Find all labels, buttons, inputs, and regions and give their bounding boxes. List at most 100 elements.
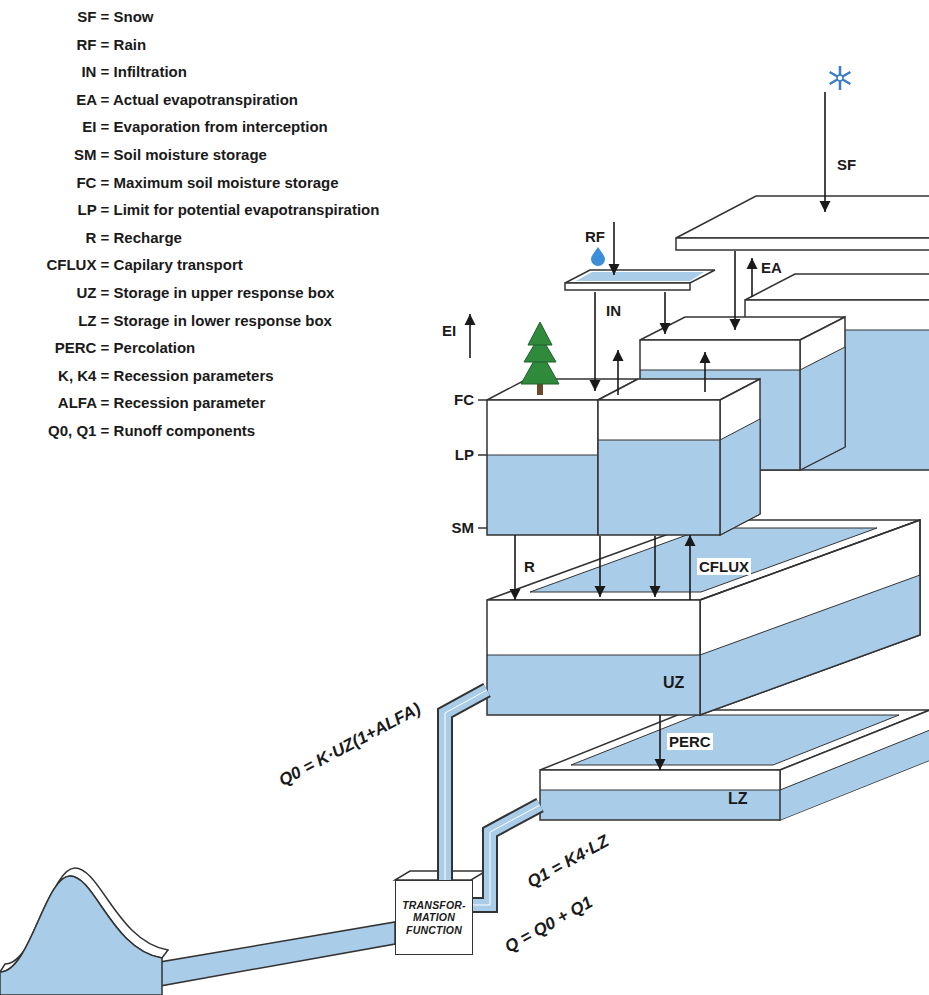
runoff-pipe — [473, 805, 540, 905]
edge-label: PERC — [667, 733, 713, 750]
box-text: TRANSFOR- MATION FUNCTION — [400, 899, 468, 935]
interception-plate — [565, 283, 690, 290]
hydrograph — [0, 868, 168, 995]
soil-box-field — [598, 440, 720, 535]
upper-zone-box: UZ — [487, 600, 700, 715]
flux-arrow — [664, 292, 666, 334]
pipe-water — [445, 690, 487, 880]
level-tick — [478, 400, 487, 528]
soil-moisture-box: FC LP SM — [430, 390, 720, 535]
legend-entry: EA = Actual evapotranspiration — [76, 91, 298, 108]
lower-zone-box — [540, 770, 780, 820]
flux-arrow — [594, 292, 596, 391]
soil-box-field — [720, 379, 760, 535]
box-label: LZ — [728, 790, 748, 808]
soil-box-field — [598, 379, 760, 535]
soil-box-field — [598, 440, 720, 441]
soil-box-field — [598, 400, 720, 535]
lower-zone-box: LZ — [540, 770, 780, 820]
soil-box-forest — [487, 455, 598, 456]
tree-icon — [528, 322, 552, 345]
flux-line — [514, 535, 516, 600]
soil-box-field — [598, 400, 720, 535]
snow-pack — [676, 196, 929, 238]
box-label: UZ — [663, 674, 684, 692]
edge-label: CFLUX — [697, 558, 751, 575]
interception-plate — [576, 272, 704, 281]
flux-label: IN — [604, 302, 623, 319]
legend-entry: LP = Limit for potential evapotranspirat… — [78, 201, 380, 218]
lower-zone-box — [780, 730, 929, 820]
runoff-pipe — [445, 690, 487, 880]
flux-arrow — [660, 715, 661, 770]
legend-entry: PERC = Percolation — [55, 339, 195, 356]
level-label: SM — [430, 519, 474, 536]
flux-line — [659, 715, 661, 770]
flux-label: SF — [835, 156, 858, 173]
snow-pack — [676, 238, 929, 250]
legend-entry: R = Recharge — [86, 229, 182, 246]
soil-box-forest — [487, 400, 598, 535]
snowflake-icon — [830, 72, 851, 84]
level-label: FC — [430, 391, 474, 408]
flux-arrow — [751, 258, 753, 297]
legend-entry: RF = Rain — [76, 36, 146, 53]
formula-label: Q = Q0 + Q1 — [501, 893, 596, 957]
upper-zone-box — [700, 575, 920, 655]
flux-arrow — [469, 314, 471, 358]
legend-entry: FC = Maximum soil moisture storage — [76, 174, 338, 191]
flux-arrow — [599, 536, 601, 597]
flux-arrow — [690, 535, 691, 600]
outflow-channel — [160, 922, 395, 986]
upper-zone-box — [700, 575, 920, 715]
soil-box-middle — [800, 317, 845, 470]
legend-entry: SF = Snow — [77, 8, 153, 25]
soil-box-forest — [487, 455, 598, 535]
level-tick — [478, 399, 487, 401]
upper-zone-box — [487, 520, 920, 715]
formula-label: Q1 = K4·LZ — [524, 831, 612, 892]
level-tick — [478, 454, 487, 456]
lower-zone-box — [780, 710, 929, 820]
legend-entry: EI = Evaporation from interception — [82, 118, 327, 135]
upper-zone-box — [487, 655, 700, 656]
upper-zone-box — [487, 600, 700, 715]
lower-zone-box — [780, 730, 929, 790]
formula-label: Q0 = K·UZ(1+ALFA) — [276, 699, 424, 790]
pipe-centerline — [473, 805, 540, 905]
edge-label: R — [522, 558, 537, 575]
flux-arrow — [515, 535, 516, 600]
upper-zone-box — [700, 520, 920, 715]
legend-entry: Q0, Q1 = Runoff components — [48, 422, 255, 439]
soil-box-middle — [800, 347, 845, 470]
flux-label: EI — [440, 322, 458, 339]
pipe-outline — [473, 805, 540, 905]
pipe-centerline — [445, 690, 487, 880]
flux-label: RF — [583, 228, 607, 245]
legend-entry: UZ = Storage in upper response box — [76, 284, 334, 301]
flux-arrow — [824, 92, 826, 212]
flux-arrow — [654, 536, 656, 597]
legend-entry: K, K4 = Recession parameters — [58, 367, 274, 384]
flux-arrow — [734, 251, 736, 330]
legend-entry: ALFA = Recession parameter — [58, 394, 265, 411]
pipe-water — [473, 805, 540, 905]
snow-pack — [676, 196, 929, 250]
level-label: LP — [430, 446, 474, 463]
snowflake-icon — [837, 75, 843, 81]
legend-entry: LZ = Storage in lower response box — [78, 312, 332, 329]
legend-entry: SM = Soil moisture storage — [74, 146, 267, 163]
interception-plate — [565, 270, 715, 290]
lower-zone-box — [540, 790, 780, 820]
flux-arrow — [470, 92, 825, 597]
tree-icon — [521, 322, 559, 395]
hydrograph — [0, 876, 162, 995]
upper-zone-box — [700, 520, 920, 715]
flux-arrow — [704, 352, 706, 392]
legend-entry: IN = Infiltration — [81, 63, 186, 80]
soil-box-field — [720, 419, 760, 535]
flux-arrow — [613, 222, 615, 275]
lower-zone-box — [540, 710, 929, 820]
transformation-box: TRANSFOR- MATION FUNCTION — [395, 880, 473, 955]
